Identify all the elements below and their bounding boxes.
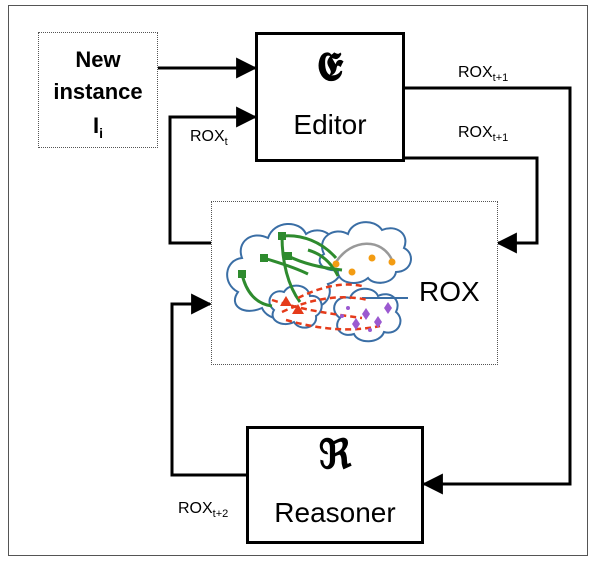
rox-gray-edge <box>334 242 394 263</box>
instance-subscript: i <box>99 125 103 141</box>
reasoner-box: ℜ Reasoner <box>246 426 424 544</box>
edge-label-sub: t+1 <box>492 72 509 84</box>
edge-label-sub: t+2 <box>212 508 229 520</box>
edge-label-main: ROX <box>458 124 493 141</box>
arrow-editor-to-reasoner <box>405 86 572 495</box>
rox-panel: ROX <box>211 201 498 365</box>
editor-label: Editor <box>293 109 367 140</box>
edge-label-rox-t: ROXt <box>190 128 228 148</box>
editor-glyph: 𝕰 <box>316 43 344 90</box>
rox-red-nodes <box>280 296 304 314</box>
rox-label: ROX <box>419 276 480 307</box>
rox-orange-nodes <box>332 254 396 276</box>
edge-label-main: ROX <box>458 64 493 81</box>
edge-label-rox-t1-mid: ROXt+1 <box>458 124 508 144</box>
arrow-editor-to-rox <box>405 156 539 254</box>
reasoner-label: Reasoner <box>274 497 396 528</box>
diagram-frame <box>8 5 588 556</box>
edge-label-sub: t+1 <box>492 132 509 144</box>
new-instance-line3: Ii <box>39 113 157 141</box>
edge-label-rox-t2: ROXt+2 <box>178 500 228 520</box>
rox-green-nodes <box>238 232 292 278</box>
arrow-rox-to-editor <box>168 106 258 245</box>
new-instance-box: New instance Ii <box>38 32 158 148</box>
rox-graph-illustration <box>226 221 412 343</box>
new-instance-line1: New <box>75 47 121 72</box>
edge-label-main: ROX <box>178 500 213 517</box>
rox-red-edges <box>271 283 381 331</box>
edge-label-rox-t1-top: ROXt+1 <box>458 64 508 84</box>
edge-label-sub: t <box>224 136 228 148</box>
new-instance-line2: instance <box>53 79 143 104</box>
arrow-reasoner-to-rox <box>170 293 246 477</box>
reasoner-glyph: ℜ <box>318 431 352 478</box>
edge-label-main: ROX <box>190 128 225 145</box>
rox-cloud-upper-right <box>318 221 412 285</box>
editor-box: 𝕰 Editor <box>255 32 405 162</box>
instance-symbol: I <box>92 113 100 138</box>
rox-purple-nodes <box>340 302 392 332</box>
